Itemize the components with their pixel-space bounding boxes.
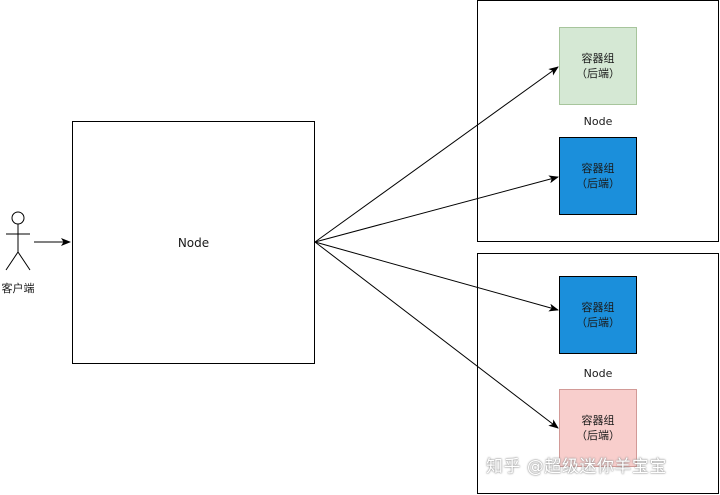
arrow-node-to-pod-blue-bottom [314,241,559,312]
pod-subtitle: （后端） [576,177,620,190]
arrow-node-to-pod-red [314,241,559,429]
watermark-text: 知乎 @超级迷你羊宝宝 [486,457,667,477]
main-node-box[interactable]: Node [72,121,315,364]
main-node-label: Node [177,235,210,250]
pod-title: 容器组 [581,162,615,175]
bottom-node-label: Node [583,367,613,380]
arrow-node-to-pod-blue-top [314,175,559,243]
client-actor-icon [5,211,31,271]
client-label: 客户端 [1,282,35,295]
pod-title: 容器组 [581,52,615,65]
pod-backend-green[interactable]: 容器组 （后端） [559,27,637,105]
top-node-label: Node [583,115,613,128]
pod-subtitle: （后端） [576,67,620,80]
arrow-node-to-pod-green [314,66,559,243]
top-node-box[interactable] [477,0,719,242]
pod-title: 容器组 [581,414,615,427]
pod-subtitle: （后端） [576,316,620,329]
pod-backend-blue-top[interactable]: 容器组 （后端） [559,137,637,215]
pod-title: 容器组 [581,301,615,314]
pod-subtitle: （后端） [576,429,620,442]
bottom-node-box[interactable] [477,253,719,494]
pod-backend-red[interactable]: 容器组 （后端） [559,389,637,467]
pod-backend-blue-bottom[interactable]: 容器组 （后端） [559,276,637,354]
